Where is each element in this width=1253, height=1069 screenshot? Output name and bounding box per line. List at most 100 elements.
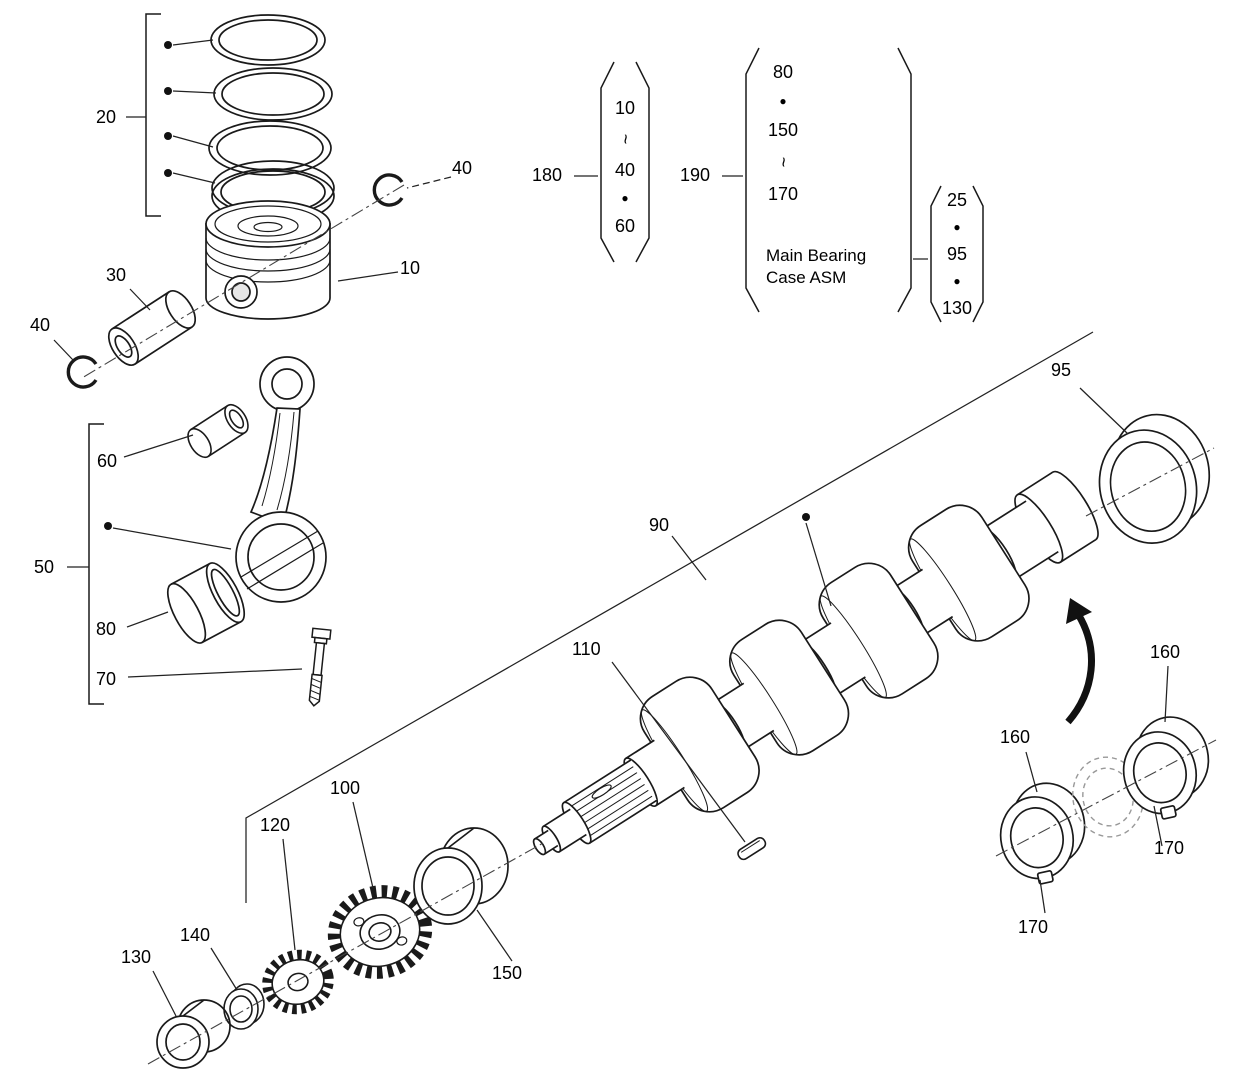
callout-150: 150 xyxy=(492,963,523,983)
washer-140 xyxy=(223,983,265,1030)
callout-100: 100 xyxy=(330,778,361,798)
callout-130: 130 xyxy=(121,947,152,967)
woodruff-key xyxy=(737,836,767,861)
callout-80: 80 xyxy=(96,619,117,639)
leader-140 xyxy=(210,947,238,991)
bracket-sub-left xyxy=(930,185,942,323)
group-180-list: 10 ~ 40 ● 60 xyxy=(601,99,649,235)
callout-40-left: 40 xyxy=(30,315,51,335)
callout-170-bottom: 170 xyxy=(1018,917,1049,937)
ring-dot-3 xyxy=(164,132,172,140)
group-brackets xyxy=(88,13,984,705)
callout-50: 50 xyxy=(34,557,55,577)
bearing-150 xyxy=(413,827,509,925)
small-end-bushing xyxy=(187,403,249,459)
callout-170-right: 170 xyxy=(1154,838,1185,858)
group190-bullet-1: ● xyxy=(779,94,787,108)
bracket-20 xyxy=(145,13,161,217)
leader-lines xyxy=(53,39,1169,1017)
group190-item-150: 150 xyxy=(767,120,799,140)
group-190-sub-list: 25 ● 95 ● 130 xyxy=(937,191,977,317)
crankshaft xyxy=(532,470,1099,856)
leader-170-right xyxy=(1153,805,1163,847)
callout-160-left: 160 xyxy=(1000,727,1031,747)
leader-170-bottom xyxy=(1039,879,1046,914)
gear-axis-centerline xyxy=(147,841,546,1065)
ring-dot-2 xyxy=(164,87,172,95)
rod-bearing xyxy=(166,562,246,644)
caption-line-2: Case ASM xyxy=(766,268,847,288)
leader-10 xyxy=(337,271,399,282)
leader-160-left xyxy=(1025,751,1038,793)
leader-30 xyxy=(129,288,151,311)
group180-item-10: 10 xyxy=(614,98,636,118)
leader-130 xyxy=(152,970,177,1017)
rod-group-dot xyxy=(104,522,112,530)
bullet-dots xyxy=(104,41,810,530)
piston xyxy=(205,200,331,320)
crank-gear-120 xyxy=(262,949,334,1015)
group180-bullet: ● xyxy=(621,191,629,205)
callout-20: 20 xyxy=(96,107,117,127)
main-bearing-ring xyxy=(1098,413,1211,544)
leader-90-dot xyxy=(805,522,832,607)
circlip-left xyxy=(66,355,98,389)
leader-120 xyxy=(282,838,296,951)
ring-dot-4 xyxy=(164,169,172,177)
leader-110 xyxy=(611,661,746,843)
rod-bolt xyxy=(308,627,332,707)
callout-140: 140 xyxy=(180,925,211,945)
leader-40-left xyxy=(53,339,74,361)
callout-190: 190 xyxy=(680,165,711,185)
sub-item-130: 130 xyxy=(941,298,973,318)
group-190-list: 80 ● 150 ~ 170 xyxy=(759,63,807,203)
leader-160-right xyxy=(1164,665,1169,723)
leader-100 xyxy=(352,801,374,889)
group180-range-tilde: ~ xyxy=(614,133,635,145)
leader-80 xyxy=(126,611,169,628)
ring-leader-3 xyxy=(172,135,214,148)
caption-line-1: Main Bearing xyxy=(766,246,867,265)
piston-pin xyxy=(107,290,197,366)
ring-leader-1 xyxy=(172,39,214,46)
circlip-top xyxy=(372,173,404,207)
callout-10: 10 xyxy=(400,258,421,278)
sub-item-25: 25 xyxy=(946,190,968,210)
ring-leader-2 xyxy=(172,90,217,94)
leader-150 xyxy=(476,909,513,962)
leader-40-top xyxy=(406,176,452,189)
callout-110: 110 xyxy=(572,639,601,659)
direction-arrow xyxy=(1065,598,1095,725)
callout-120: 120 xyxy=(260,815,291,835)
sub-bullet-1: ● xyxy=(953,220,961,234)
sub-bullet-2: ● xyxy=(953,274,961,288)
callout-95: 95 xyxy=(1051,360,1072,380)
idler-gear-100 xyxy=(327,885,433,979)
bracket-sub-right xyxy=(972,185,984,323)
thrust-washer-left xyxy=(999,782,1086,885)
washer-axis-centerline xyxy=(995,739,1217,857)
centerlines xyxy=(81,184,1217,1065)
callout-60: 60 xyxy=(97,451,118,471)
pin-axis-centerline xyxy=(81,184,405,379)
crank-group-dot xyxy=(802,513,810,521)
callout-160-right: 160 xyxy=(1150,642,1181,662)
piston-ring-set xyxy=(208,14,335,224)
region-boundary-line xyxy=(245,331,1094,903)
bracket-190-right xyxy=(897,47,912,313)
ring-dot-1 xyxy=(164,41,172,49)
main-bearing-case-caption: Main Bearing Case ASM xyxy=(766,245,866,290)
ring-130 xyxy=(156,999,231,1069)
group190-item-80: 80 xyxy=(772,62,794,82)
group180-item-40: 40 xyxy=(614,160,636,180)
leader-95 xyxy=(1079,387,1129,435)
group180-item-60: 60 xyxy=(614,216,636,236)
leader-70 xyxy=(127,668,303,678)
connecting-rod xyxy=(235,356,327,603)
callout-40-top: 40 xyxy=(452,158,473,178)
sub-item-95: 95 xyxy=(946,244,968,264)
callout-180: 180 xyxy=(532,165,563,185)
bracket-180-right xyxy=(635,61,650,263)
